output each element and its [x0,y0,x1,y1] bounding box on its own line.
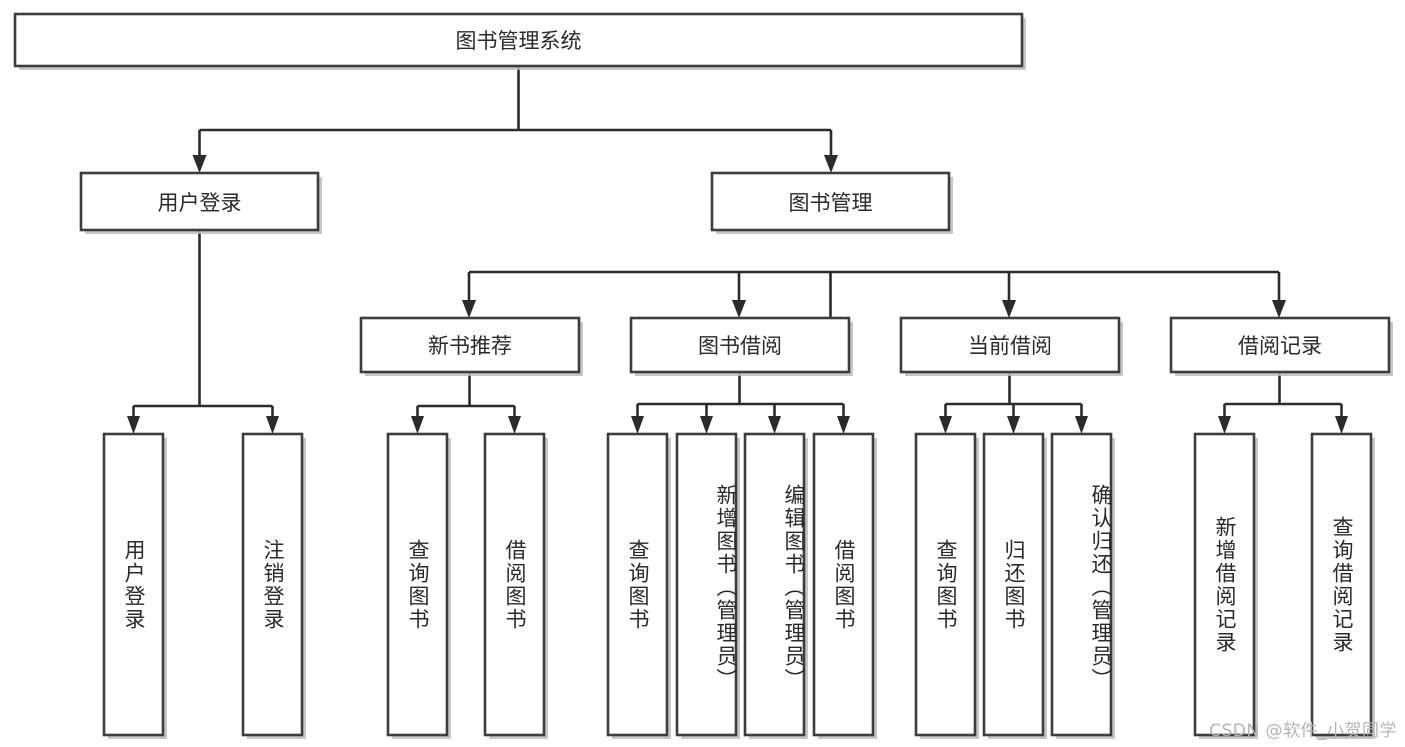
connector-group-bookborrow-to-leaves [631,372,850,434]
arrow-head-current [1002,300,1016,318]
arrow-head-leaf-query-record [1335,416,1348,434]
node-leaf-3-rect[interactable] [483,432,546,737]
arrow-head-borrow [732,300,746,318]
node-leaf-2-rect[interactable] [386,432,449,737]
node-new-book-recommend-rect[interactable] [359,316,581,374]
node-leaf-11-rect[interactable] [1193,432,1256,737]
connector-group-newbook-to-leaves [411,372,521,434]
arrow-head-record [1272,300,1286,318]
connector-group-userlogin-to-leaves [127,230,279,434]
node-leaf-8-rect[interactable] [914,432,977,737]
node-leaf-7-rect[interactable] [812,432,875,737]
node-leaf-7[interactable] [812,432,877,739]
node-leaf-2[interactable] [386,432,451,739]
node-user-login-rect[interactable] [79,171,320,232]
node-leaf-6-rect[interactable] [743,432,806,737]
arrow-head-leaf-query-book-1 [411,416,424,434]
node-leaf-5-rect[interactable] [675,432,738,737]
arrow-head-leaf-logout [266,416,279,434]
arrow-head-leaf-borrow-book-2 [837,416,850,434]
connector-group-current-to-leaves [939,372,1088,434]
node-leaf-9-rect[interactable] [982,432,1045,737]
node-leaf-0[interactable] [102,432,167,739]
node-book-borrow-rect[interactable] [629,316,851,374]
node-root-rect[interactable] [13,12,1024,68]
arrow-head-leaf-query-book-3 [939,416,952,434]
node-leaf-3[interactable] [483,432,548,739]
node-borrow-record[interactable] [1169,316,1393,376]
node-current-borrow-rect[interactable] [899,316,1121,374]
connector-group-root-to-level2 [192,66,838,173]
csdn-watermark: CSDN @软件_小贺同学 [1209,721,1397,741]
node-leaf-10-rect[interactable] [1050,432,1113,737]
node-leaf-6[interactable] [743,432,808,739]
arrow-head-leaf-confirm-return [1075,416,1088,434]
node-leaf-12-rect[interactable] [1310,432,1373,737]
node-leaf-9[interactable] [982,432,1047,739]
node-leaf-1-rect[interactable] [241,432,304,737]
node-leaf-1[interactable] [241,432,306,739]
node-book-management[interactable] [710,171,953,234]
arrow-head-leaf-query-book-2 [631,416,644,434]
node-root[interactable] [13,12,1026,70]
node-user-login[interactable] [79,171,322,234]
connector-group-bookmgmt-to-level3 [462,270,1286,372]
node-current-borrow[interactable] [899,316,1123,376]
node-leaf-10[interactable] [1050,432,1115,739]
node-leaf-0-rect[interactable] [102,432,165,737]
arrow-head-leaf-borrow-book-1 [508,416,521,434]
arrow-head-leaf-user-login [127,416,140,434]
node-leaf-4-rect[interactable] [606,432,669,737]
node-book-borrow[interactable] [629,316,853,376]
arrow-head-user-login [192,155,207,173]
node-leaf-4[interactable] [606,432,671,739]
node-leaf-11[interactable] [1193,432,1258,739]
connector-group-record-to-leaves [1218,372,1348,434]
node-book-management-rect[interactable] [710,171,951,232]
arrow-head-leaf-add-book [700,416,713,434]
node-borrow-record-rect[interactable] [1169,316,1391,374]
arrow-head-book-mgmt [824,155,838,173]
arrow-head-leaf-return-book [1007,416,1020,434]
node-new-book-recommend[interactable] [359,316,583,376]
arrow-head-leaf-add-record [1218,416,1231,434]
arrow-head-newbook [462,300,476,318]
node-leaf-8[interactable] [914,432,979,739]
arrow-head-leaf-edit-book [768,416,781,434]
node-leaf-12[interactable] [1310,432,1375,739]
node-leaf-5[interactable] [675,432,740,739]
